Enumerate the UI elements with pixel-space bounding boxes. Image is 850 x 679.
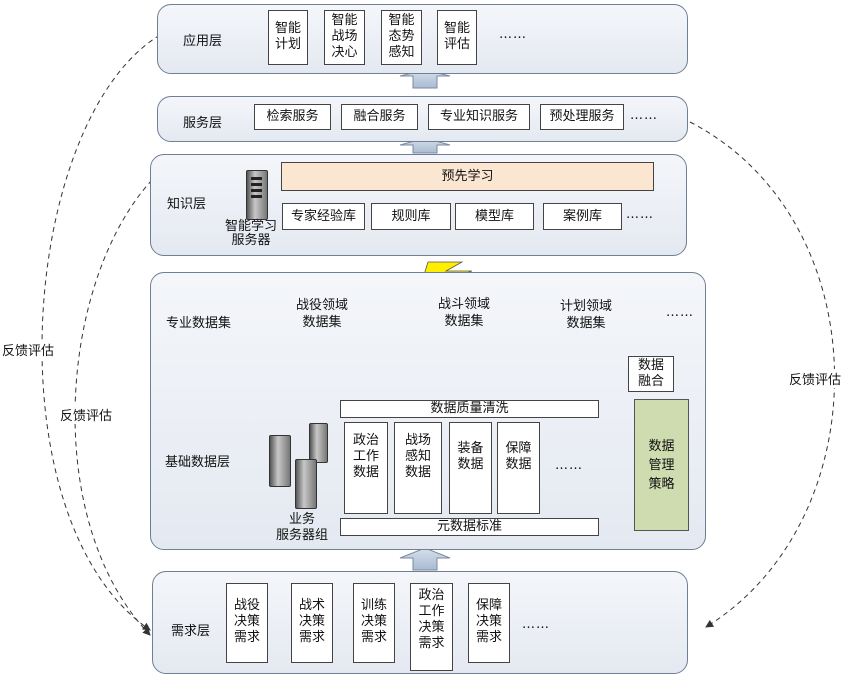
feedback-label-left-inner: 反馈评估 [60, 405, 113, 424]
app-item-evaluate: 智能 评估 [437, 10, 477, 65]
feedback-right-curve [689, 121, 836, 628]
data-strategy-box: 数据 管理 策略 [634, 399, 689, 531]
demand-item-tactic: 战术 决策 需求 [291, 583, 333, 663]
knowledge-more: …… [626, 207, 654, 222]
service-item-search: 检索服务 [254, 104, 331, 130]
cloud-label-2: 战斗领域 数据集 [437, 297, 490, 329]
demand-item-training: 训练 决策 需求 [353, 583, 395, 663]
application-layer-title: 应用层 [183, 34, 223, 49]
feedback-label-left-outer: 反馈评估 [2, 340, 55, 359]
service-item-preprocess: 预处理服务 [540, 104, 624, 130]
service-item-expert: 专业知识服务 [428, 104, 530, 130]
demand-more: …… [522, 617, 550, 632]
data-item-political: 政治 工作 数据 [344, 422, 388, 514]
demand-item-campaign: 战役 决策 需求 [226, 583, 268, 663]
data-item-battlefield: 战场 感知 数据 [394, 422, 442, 514]
feedback-left-outer-curve [41, 34, 161, 631]
data-item-support: 保障 数据 [497, 422, 540, 514]
knowledge-banner: 预先学习 [281, 162, 654, 191]
knowledge-layer-title: 知识层 [167, 197, 207, 212]
service-layer-title: 服务层 [183, 116, 223, 131]
data-fusion-box: 数据 融合 [628, 356, 674, 392]
app-item-decision: 智能 战场 决心 [324, 10, 365, 65]
application-layer [157, 4, 688, 74]
feedback-left-inner-curve [74, 179, 153, 636]
knowledge-item-expert: 专家经验库 [282, 203, 365, 230]
knowledge-item-rules: 规则库 [371, 203, 451, 230]
cloud-more: …… [666, 305, 694, 320]
service-item-fusion: 融合服务 [341, 104, 418, 130]
feedback-label-right: 反馈评估 [789, 369, 842, 388]
base-data-title: 基础数据层 [165, 455, 231, 470]
data-item-equipment: 装备 数据 [449, 422, 492, 514]
server-group-icon [264, 421, 330, 511]
server-icon [246, 170, 268, 220]
knowledge-server-label: 智能学习 服务器 [224, 219, 277, 248]
business-server-label: 业务 服务器组 [275, 512, 328, 543]
knowledge-item-model: 模型库 [455, 203, 534, 230]
quality-bar: 数据质量清洗 [340, 400, 599, 418]
pro-dataset-title: 专业数据集 [166, 316, 232, 331]
knowledge-item-case: 案例库 [543, 203, 622, 230]
cloud-label-1: 战役领域 数据集 [295, 298, 348, 330]
metadata-bar: 元数据标准 [340, 518, 599, 536]
app-item-plan: 智能 计划 [268, 10, 308, 65]
demand-item-political: 政治 工作 决策 需求 [410, 583, 453, 671]
service-more: …… [630, 108, 658, 123]
data-more: …… [555, 458, 583, 473]
up-arrow-demand [399, 547, 451, 571]
demand-layer-title: 需求层 [171, 624, 211, 639]
demand-item-support: 保障 决策 需求 [468, 583, 510, 663]
cloud-label-3: 计划领域 数据集 [559, 299, 612, 331]
app-item-situation: 智能 态势 感知 [381, 10, 422, 65]
app-more: …… [499, 27, 527, 42]
